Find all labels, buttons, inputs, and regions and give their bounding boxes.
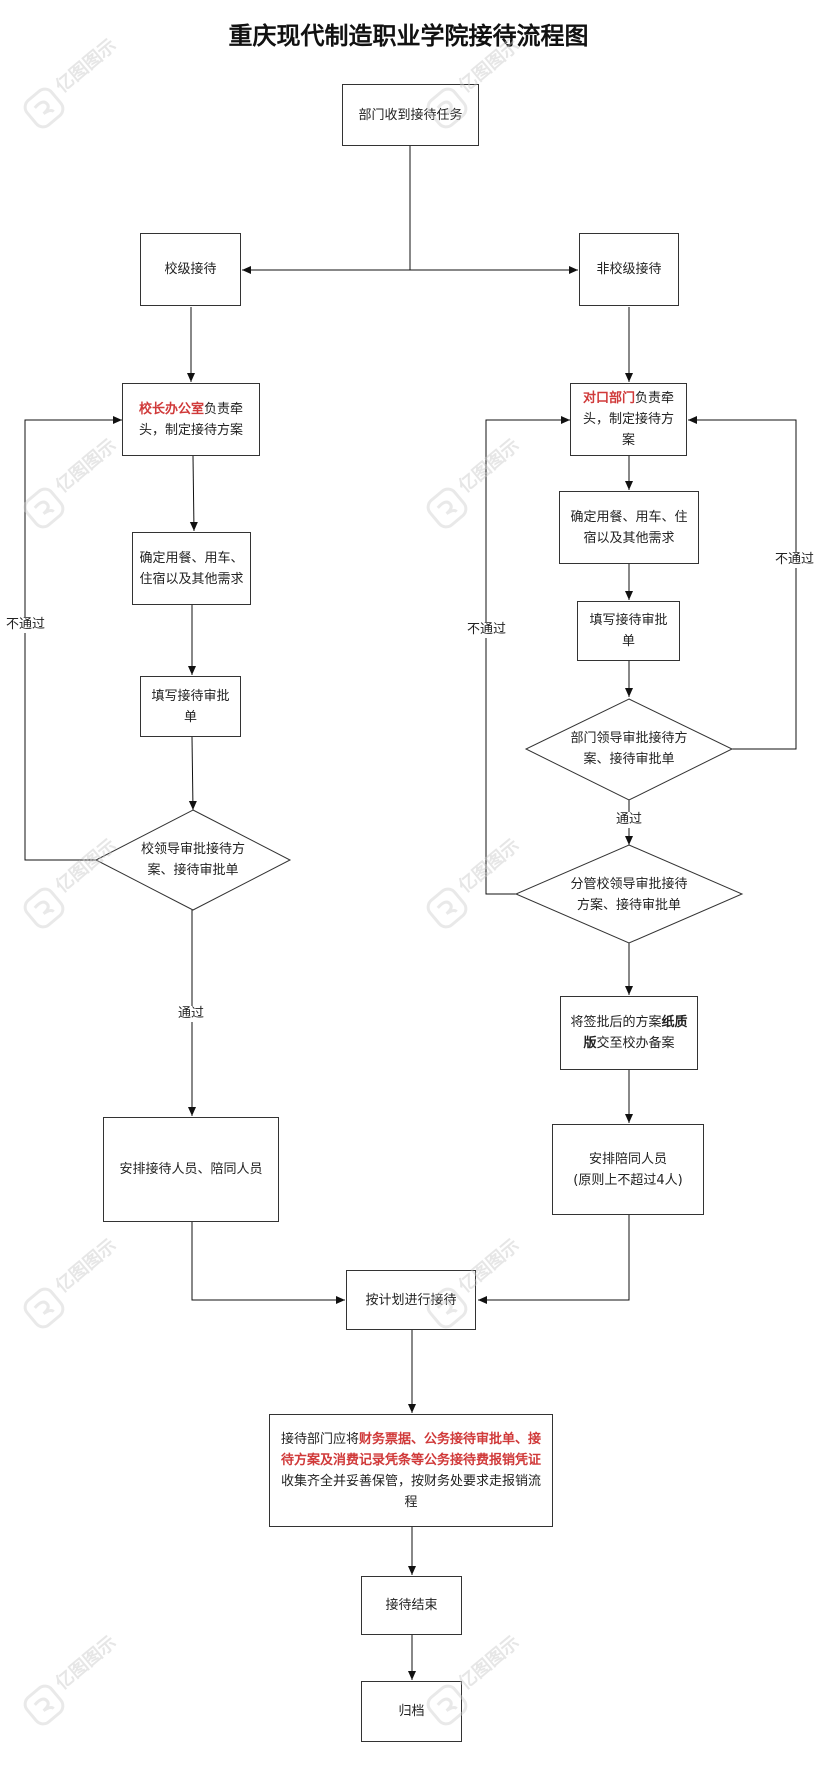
right-fail-outer-label: 不通过 — [773, 552, 817, 568]
school-level-node: 校级接待 — [140, 233, 241, 306]
reimburse-pre: 接待部门应将 — [280, 1431, 359, 1447]
right-pass-label: 通过 — [614, 812, 645, 828]
right-fill-node: 填写接待审批单 — [577, 601, 680, 661]
left-confirm-node: 确定用餐、用车、住宿以及其他需求 — [132, 532, 251, 605]
non-school-level-text: 非校级接待 — [596, 262, 662, 277]
right-arrange-line1: 安排陪同人员 — [588, 1151, 667, 1167]
right-dept-approve-text: 部门领导审批接待方案、接待审批单 — [570, 731, 688, 767]
right-arrange-line2: (原则上不超过4人) — [573, 1172, 683, 1188]
left-lead-desc: 负责牵头，制定接待方案 — [138, 401, 244, 438]
reimburse-text: 接待部门应将财务票据、公务接待审批单、接待方案及消费记录凭条等公务接待费报销凭证… — [276, 1429, 546, 1513]
watermark: 亿图图示 — [22, 435, 152, 538]
watermark-logo-icon — [23, 487, 65, 529]
left-fill-node: 填写接待审批单 — [140, 676, 241, 737]
right-dept-approve-decision: 部门领导审批接待方案、接待审批单 — [560, 722, 698, 776]
left-fill-text: 填写接待审批单 — [151, 688, 230, 725]
left-lead-text: 校长办公室负责牵头，制定接待方案 — [129, 399, 253, 441]
right-submit-node: 将签批后的方案纸质版交至校办备案 — [560, 996, 698, 1070]
school-level-text: 校级接待 — [164, 262, 217, 277]
end-text: 接待结束 — [385, 1598, 438, 1613]
watermark: 亿图图示 — [22, 835, 152, 938]
right-fill-text: 填写接待审批单 — [589, 613, 668, 649]
watermark: 亿图图示 — [22, 1235, 152, 1338]
archive-text: 归档 — [398, 1704, 425, 1719]
right-dept-approve-diamond-shape — [524, 698, 734, 801]
right-confirm-text: 确定用餐、用车、住宿以及其他需求 — [570, 509, 688, 546]
watermark-logo-icon — [426, 1287, 468, 1329]
right-arrange-node: 安排陪同人员 (原则上不超过4人) — [552, 1124, 704, 1215]
left-approve-diamond-shape — [94, 809, 292, 911]
watermark-logo-icon — [23, 1684, 65, 1726]
watermark: 亿图图示 — [22, 35, 152, 138]
end-node: 接待结束 — [361, 1576, 462, 1635]
watermark-logo-icon — [426, 1684, 468, 1726]
start-node: 部门收到接待任务 — [342, 84, 479, 146]
right-lead-text: 对口部门负责牵头，制定接待方案 — [577, 388, 680, 451]
watermark-logo-icon — [426, 487, 468, 529]
watermark-logo-icon — [23, 887, 65, 929]
archive-node: 归档 — [361, 1681, 462, 1742]
right-vp-approve-text: 分管校领导审批接待方案、接待审批单 — [570, 877, 688, 913]
left-approve-decision: 校领导审批接待方案、接待审批单 — [130, 830, 256, 890]
right-fail-inner-label: 不通过 — [465, 622, 509, 638]
execute-node: 按计划进行接待 — [346, 1270, 476, 1330]
left-fail-label: 不通过 — [4, 617, 48, 633]
reimburse-docs: 财务票据、公务接待审批单、接待方案及消费记录凭条等公务接待费报销凭证 — [280, 1431, 542, 1468]
left-arrange-text: 安排接待人员、陪同人员 — [119, 1162, 263, 1177]
watermark-logo-icon — [426, 887, 468, 929]
watermark: 亿图图示 — [425, 35, 555, 138]
execute-text: 按计划进行接待 — [365, 1292, 457, 1308]
left-lead-node: 校长办公室负责牵头，制定接待方案 — [122, 383, 260, 456]
reimburse-post: 收集齐全并妥善保管，按财务处要求走报销流程 — [280, 1473, 541, 1510]
right-vp-approve-decision: 分管校领导审批接待方案、接待审批单 — [556, 870, 702, 920]
watermark: 亿图图示 — [425, 1632, 555, 1735]
left-lead-dept: 校长办公室 — [138, 401, 204, 417]
left-arrange-node: 安排接待人员、陪同人员 — [103, 1117, 279, 1222]
right-lead-dept: 对口部门 — [582, 391, 635, 406]
right-confirm-node: 确定用餐、用车、住宿以及其他需求 — [559, 491, 699, 564]
watermark-logo-icon — [23, 87, 65, 129]
reimburse-node: 接待部门应将财务票据、公务接待审批单、接待方案及消费记录凭条等公务接待费报销凭证… — [269, 1414, 553, 1527]
left-approve-text: 校领导审批接待方案、接待审批单 — [140, 842, 245, 878]
watermark: 亿图图示 — [425, 835, 555, 938]
non-school-level-node: 非校级接待 — [579, 233, 679, 306]
right-submit-pre: 将签批后的方案 — [570, 1015, 662, 1030]
right-submit-post: 交至校办备案 — [596, 1036, 675, 1051]
watermark: 亿图图示 — [22, 1632, 152, 1735]
watermark: 亿图图示 — [425, 1235, 555, 1338]
left-pass-label: 通过 — [176, 1006, 207, 1022]
right-lead-desc: 负责牵头，制定接待方案 — [582, 391, 675, 448]
right-lead-node: 对口部门负责牵头，制定接待方案 — [570, 383, 687, 456]
left-confirm-text: 确定用餐、用车、住宿以及其他需求 — [139, 550, 244, 587]
page-title: 重庆现代制造职业学院接待流程图 — [228, 22, 589, 50]
right-vp-approve-diamond-shape — [514, 844, 744, 944]
right-submit-text: 将签批后的方案纸质版交至校办备案 — [567, 1012, 691, 1054]
watermark-logo-icon — [23, 1287, 65, 1329]
watermark-logo-icon — [426, 87, 468, 129]
right-submit-bold: 纸质版 — [583, 1015, 688, 1051]
right-arrange-text: 安排陪同人员 (原则上不超过4人) — [573, 1149, 682, 1191]
watermark: 亿图图示 — [425, 435, 555, 538]
start-node-text: 部门收到接待任务 — [358, 107, 463, 123]
